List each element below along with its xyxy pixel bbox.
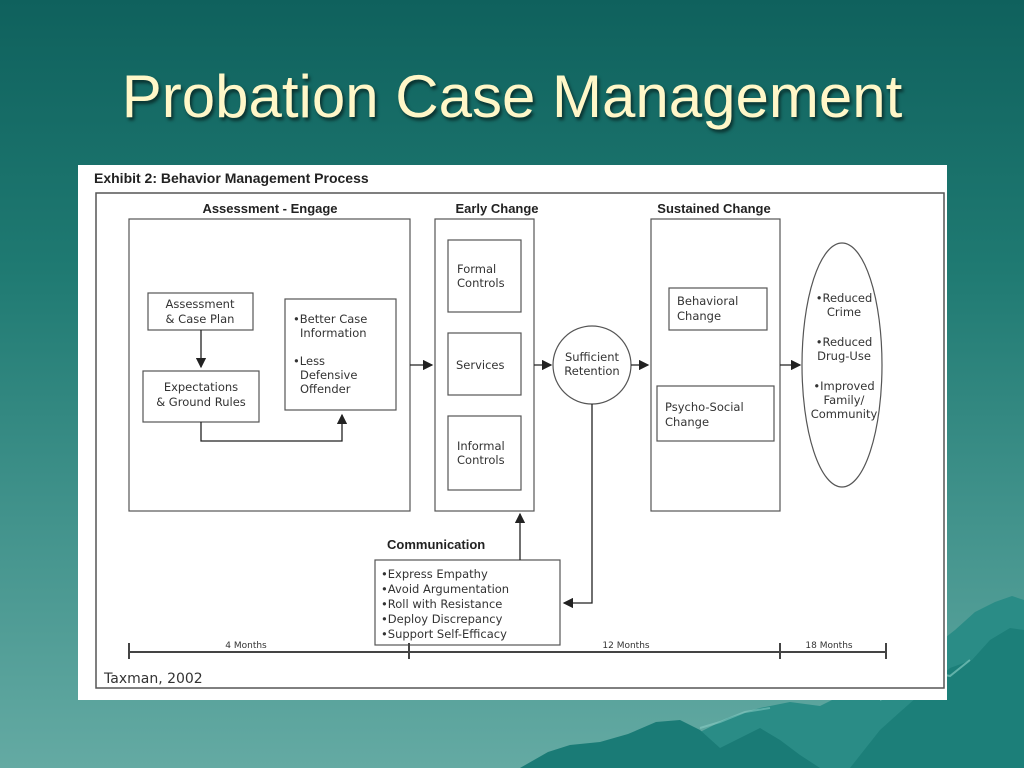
behavioral-change-box	[668, 287, 768, 331]
expectations-line1: Expectations	[164, 380, 238, 394]
comm-item-2: •Avoid Argumentation	[381, 582, 509, 596]
exhibit-frame	[95, 192, 945, 689]
formal-line1: Formal	[457, 262, 496, 276]
assessment-case-plan-box	[147, 292, 254, 331]
slide-title: Probation Case Management	[121, 63, 903, 130]
comm-item-3: •Roll with Resistance	[381, 597, 502, 611]
comm-item-5: •Support Self-Efficacy	[381, 627, 507, 641]
outcome-3a: •Improved	[813, 379, 874, 393]
outcome-1a: •Reduced	[816, 291, 873, 305]
formal-line2: Controls	[457, 276, 505, 290]
behavioral-line2: Change	[677, 309, 721, 323]
outcome-3c: Community	[811, 407, 878, 421]
comm-item-4: •Deploy Discrepancy	[381, 612, 503, 626]
better-info-line5: Offender	[300, 382, 351, 396]
psycho-social-box	[656, 385, 775, 442]
exhibit-figure: Exhibit 2: Behavior Management Process A…	[78, 165, 947, 700]
informal-line2: Controls	[457, 453, 505, 467]
services-box	[447, 332, 522, 396]
informal-line1: Informal	[457, 439, 505, 453]
psycho-line1: Psycho-Social	[665, 400, 744, 414]
header-early-change: Early Change	[455, 201, 538, 216]
sustained-change-panel	[650, 218, 781, 512]
better-info-line2: Information	[300, 326, 367, 340]
exhibit-title: Exhibit 2: Behavior Management Process	[94, 170, 369, 186]
communication-box	[374, 559, 561, 646]
header-assessment: Assessment - Engage	[202, 201, 337, 216]
assessment-box-line2: & Case Plan	[166, 312, 235, 326]
psycho-line2: Change	[665, 415, 709, 429]
outcome-1b: Crime	[827, 305, 861, 319]
comm-item-1: •Express Empathy	[381, 567, 488, 581]
behavioral-line1: Behavioral	[677, 294, 738, 308]
timeline-label-4: 4 Months	[225, 641, 267, 651]
timeline-label-18: 18 Months	[805, 641, 853, 651]
outcome-2a: •Reduced	[816, 335, 873, 349]
outcome-2b: Drug-Use	[817, 349, 871, 363]
retention-line1: Sufficient	[565, 350, 620, 364]
timeline-label-12: 12 Months	[602, 641, 650, 651]
header-sustained-change: Sustained Change	[657, 201, 770, 216]
informal-controls-box	[447, 415, 522, 491]
arrow-expectations-to-info	[200, 413, 348, 442]
arrow-retention-to-communication	[562, 404, 593, 609]
better-info-line4: Defensive	[300, 368, 357, 382]
services-label: Services	[456, 358, 505, 372]
header-communication: Communication	[387, 537, 485, 552]
outcome-3b: Family/	[824, 393, 865, 407]
outcomes-ellipse	[801, 242, 883, 488]
better-info-box	[284, 298, 397, 411]
retention-line2: Retention	[564, 364, 619, 378]
citation: Taxman, 2002	[103, 671, 203, 687]
assessment-box-line1: Assessment	[166, 297, 235, 311]
expectations-line2: & Ground Rules	[156, 395, 246, 409]
better-info-line1: •Better Case	[293, 312, 367, 326]
formal-controls-box	[447, 239, 522, 313]
better-info-line3: •Less	[293, 354, 325, 368]
